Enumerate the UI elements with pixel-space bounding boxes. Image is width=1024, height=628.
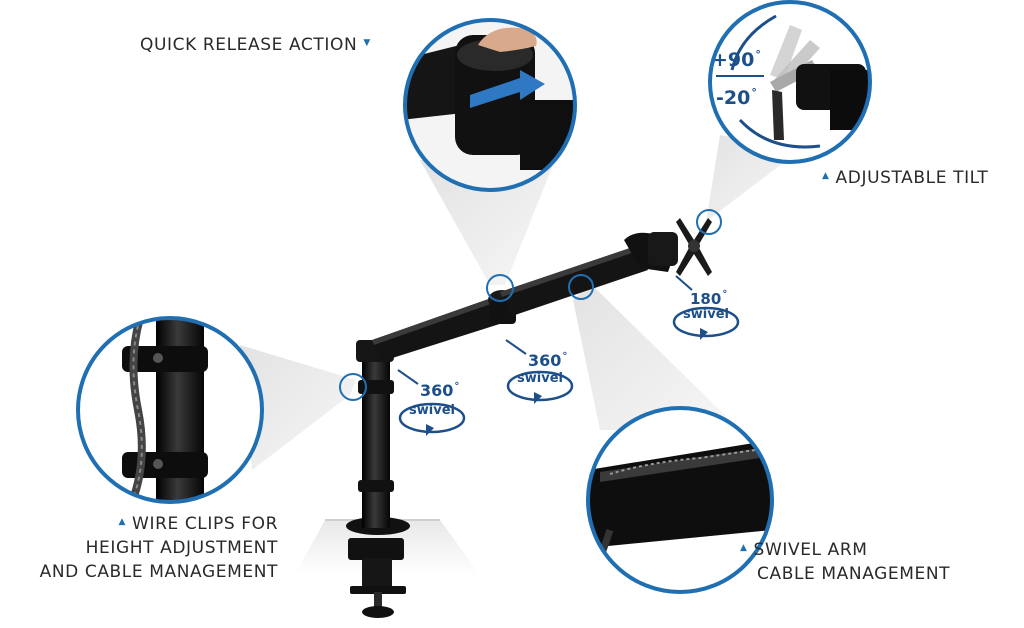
tilt-down-label: -20° (716, 86, 757, 109)
callout-wire-clips-line-2: HEIGHT ADJUSTMENT (85, 538, 278, 558)
monitor-arm (346, 218, 712, 618)
swivel-2-degrees: 360° (528, 351, 567, 370)
marker-swivel-arm (568, 274, 594, 300)
swivel-3-word: swivel (683, 307, 729, 322)
marker-quick-release (486, 274, 514, 302)
callout-quick-release: QUICK RELEASE ACTION ▼ (140, 33, 371, 57)
swivel-2-word: swivel (517, 371, 563, 386)
callout-quick-release-text: QUICK RELEASE ACTION (140, 35, 358, 55)
callout-swivel-arm-line-2: CABLE MANAGEMENT (757, 564, 951, 584)
zoom-wire-clips (76, 316, 264, 504)
zoom-cones (240, 135, 800, 470)
callout-adjustable-tilt: ▲ ADJUSTABLE TILT (822, 166, 988, 190)
swivel-1-word: swivel (409, 403, 455, 418)
zoom-tilt: +90° -20° (708, 0, 872, 164)
tilt-up-label: +90° (712, 48, 761, 71)
arrow-right-icon (426, 424, 434, 436)
marker-tilt (696, 209, 722, 235)
cone-swivel-arm (573, 283, 740, 430)
triangle-marker-icon: ▲ (118, 517, 127, 527)
cone-quick-release (420, 160, 555, 285)
triangle-marker-icon: ▲ (822, 171, 830, 181)
callout-adjustable-tilt-text: ADJUSTABLE TILT (835, 168, 989, 188)
triangle-marker-icon: ▲ (740, 543, 748, 553)
zoom-swivel-arm (586, 406, 774, 594)
cone-wire-clips (240, 345, 356, 470)
callout-wire-clips: ▲ WIRE CLIPS FOR HEIGHT ADJUSTMENT AND C… (40, 512, 278, 584)
swivel-indicator-3: 180° swivel (672, 275, 740, 340)
zoom-quick-release (403, 18, 577, 192)
arrow-right-icon (700, 328, 708, 340)
triangle-marker-icon: ▼ (363, 38, 371, 48)
callout-swivel-arm-line-1: ▲ SWIVEL ARM (740, 538, 950, 562)
swivel-1-degrees: 360° (420, 381, 459, 400)
callout-swivel-arm: ▲ SWIVEL ARM CABLE MANAGEMENT (740, 538, 950, 586)
zoom-markers (339, 209, 722, 401)
callout-wire-clips-line-3: AND CABLE MANAGEMENT (39, 562, 278, 582)
arrow-right-icon (534, 392, 542, 404)
swivel-3-degrees: 180° (690, 289, 727, 308)
swivel-indicator-2: 360° swivel (505, 339, 574, 404)
swivel-indicator-1: 360° swivel (397, 369, 466, 436)
marker-wire-clips (339, 373, 367, 401)
callout-wire-clips-line-1: ▲ WIRE CLIPS FOR (40, 512, 278, 536)
